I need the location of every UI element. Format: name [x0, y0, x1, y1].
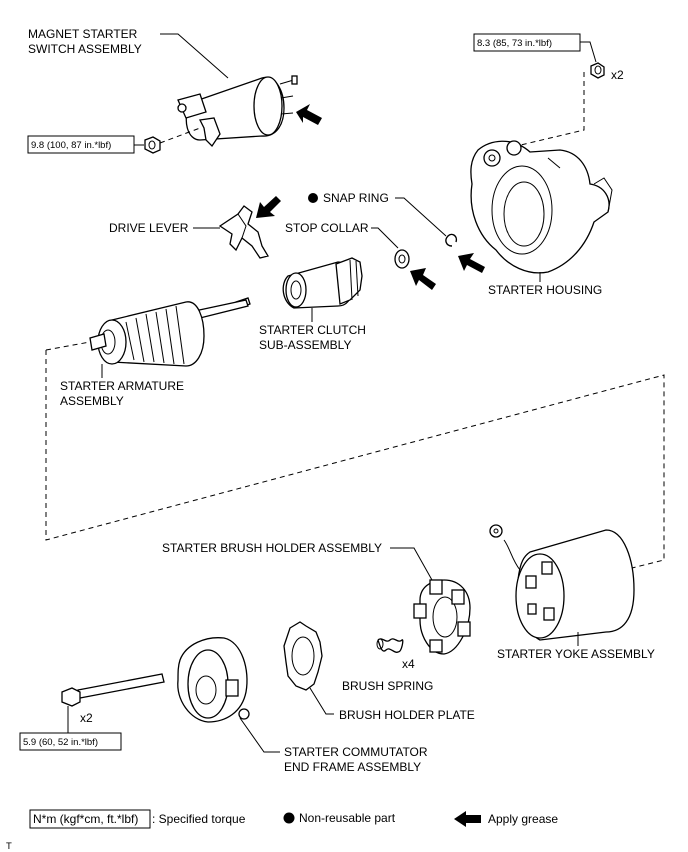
label-end-frame-line2: END FRAME ASSEMBLY	[284, 760, 421, 774]
brush-holder-drawing	[413, 579, 471, 655]
through-bolt-drawing	[61, 673, 165, 707]
legend-torque-box	[29, 809, 151, 829]
non-reusable-dot-snap-ring	[308, 193, 318, 203]
legend-non-reusable: Non-reusable part	[299, 811, 396, 825]
label-x2-frame: x2	[80, 711, 93, 725]
label-magnet-starter-line1: MAGNET STARTER	[28, 27, 138, 41]
grease-arrow-stop-collar	[410, 268, 436, 290]
legend-specified-torque: : Specified torque	[152, 812, 246, 826]
label-starter-housing: STARTER HOUSING	[488, 283, 602, 297]
nut-housing	[590, 62, 605, 79]
label-snap-ring: SNAP RING	[323, 191, 389, 205]
end-frame-drawing	[177, 637, 250, 723]
label-armature-line2: ASSEMBLY	[60, 394, 124, 408]
label-starter-clutch-line1: STARTER CLUTCH	[259, 323, 366, 337]
starter-housing-drawing	[470, 140, 613, 274]
label-yoke: STARTER YOKE ASSEMBLY	[497, 647, 655, 661]
brush-holder-plate-drawing	[283, 621, 323, 691]
corner-mark: T	[6, 841, 12, 852]
label-magnet-starter-line2: SWITCH ASSEMBLY	[28, 42, 142, 56]
grease-arrow-snap-ring	[458, 253, 485, 273]
label-x2-housing: x2	[611, 68, 624, 82]
legend-apply-grease: Apply grease	[488, 812, 558, 826]
snap-ring-drawing	[445, 233, 458, 247]
assembly-dashed-outline	[45, 350, 665, 569]
torque-value-housing: 8.3 (85, 73 in.*lbf)	[477, 38, 552, 49]
label-brush-spring: BRUSH SPRING	[342, 679, 433, 693]
label-starter-clutch-line2: SUB-ASSEMBLY	[259, 338, 351, 352]
torque-box-frame	[19, 732, 122, 751]
brush-spring-drawing	[376, 638, 404, 653]
drive-lever-drawing	[218, 205, 270, 259]
label-armature-line1: STARTER ARMATURE	[60, 379, 184, 393]
torque-value-magnet: 9.8 (100, 87 in.*lbf)	[31, 140, 111, 151]
grease-arrow-drive-lever	[256, 196, 281, 218]
stop-collar-drawing	[394, 249, 410, 269]
label-drive-lever: DRIVE LEVER	[109, 221, 189, 235]
nut-magnet	[144, 136, 161, 154]
label-brush-holder-plate: BRUSH HOLDER PLATE	[339, 708, 475, 722]
magnet-starter-switch-drawing	[177, 75, 298, 148]
label-stop-collar: STOP COLLAR	[285, 221, 369, 235]
torque-value-frame: 5.9 (60, 52 in.*lbf)	[23, 737, 98, 748]
label-brush-holder: STARTER BRUSH HOLDER ASSEMBLY	[162, 541, 382, 555]
label-x4: x4	[402, 657, 415, 671]
legend-torque-units: N*m (kgf*cm, ft.*lbf)	[33, 812, 138, 826]
starter-yoke-drawing	[489, 524, 635, 641]
legend-grease-arrow	[454, 811, 481, 827]
starter-armature-drawing	[89, 297, 251, 367]
starter-clutch-drawing	[282, 257, 363, 309]
legend-non-reusable-dot	[283, 812, 295, 824]
grease-arrow-magnet	[296, 104, 322, 125]
label-end-frame-line1: STARTER COMMUTATOR	[284, 745, 428, 759]
